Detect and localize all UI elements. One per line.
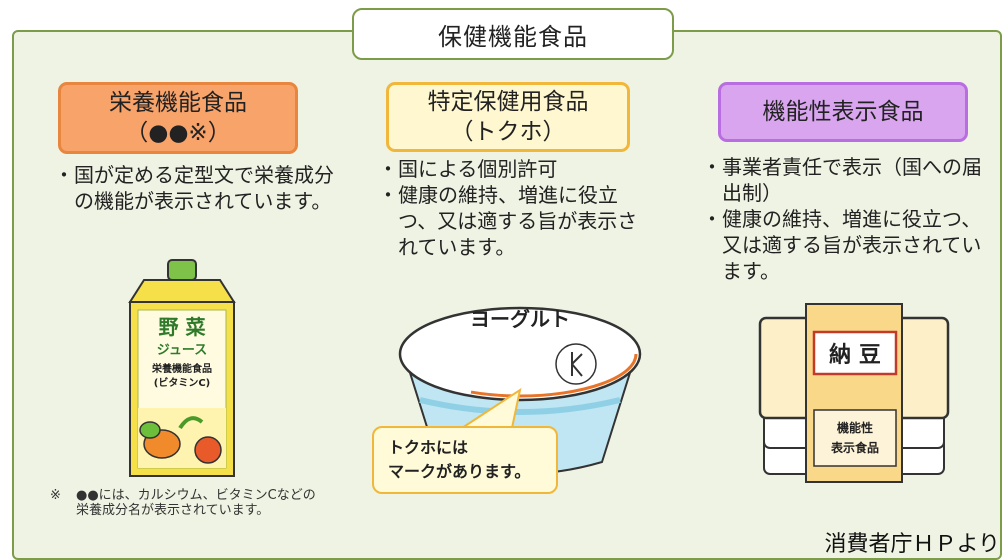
juice-label-line2: (ビタミンC): [154, 376, 210, 389]
description-point: 健康の維持、増進に役立つ、又は適する旨が表示されています。: [378, 182, 654, 260]
natto-label-line2: 表示食品: [830, 440, 879, 455]
footnote-text: ●●には、カルシウム、ビタミンCなどの栄養成分名が表示されています。: [76, 488, 316, 518]
tokuho-mark-icon: [555, 343, 597, 385]
speech-bubble-pointer-icon: [458, 387, 522, 429]
description-point: 国が定める定型文で栄養成分の機能が表示されています。: [54, 162, 342, 214]
category-description-3: 事業者責任で表示（国への届出制） 健康の維持、増進に役立つ、又は適する旨が表示さ…: [702, 154, 984, 284]
page-title: 保健機能食品: [352, 8, 674, 60]
category-title-line1: 機能性表示食品: [762, 99, 924, 125]
juice-label-line1: 栄養機能食品: [151, 362, 212, 375]
category-functional-labeling-box: 機能性表示食品: [718, 82, 968, 142]
footnote-mark: ※: [50, 488, 61, 503]
category-description-2: 国による個別許可 健康の維持、増進に役立つ、又は適する旨が表示されています。: [378, 156, 654, 260]
source-credit: 消費者庁ＨＰより: [824, 532, 1000, 557]
natto-name: 納 豆: [829, 342, 881, 368]
natto-label-line1: 機能性: [837, 420, 873, 435]
description-point: 国による個別許可: [378, 156, 654, 182]
category-description-1: 国が定める定型文で栄養成分の機能が表示されています。: [54, 162, 342, 214]
category-tokuho-box: 特定保健用食品 （トクホ）: [386, 82, 630, 152]
yogurt-lid-text: ヨーグルト: [470, 307, 570, 331]
description-point: 事業者責任で表示（国への届出制）: [702, 154, 984, 206]
category-title-line1: 栄養機能食品: [109, 90, 247, 116]
category-title-line2: （トクホ）: [450, 119, 566, 145]
vegetable-juice-carton-illustration: 野 菜 ジュース 栄養機能食品 (ビタミンC): [128, 259, 236, 477]
bubble-line2: マークがあります。: [388, 462, 531, 481]
category-nutrient-function-box: 栄養機能食品 （●●※）: [58, 82, 298, 154]
juice-name-line1: 野 菜: [159, 315, 206, 339]
tokuho-speech-bubble: トクホには マークがあります。: [372, 426, 558, 494]
description-point: 健康の維持、増進に役立つ、又は適する旨が表示されています。: [702, 206, 984, 284]
bubble-line1: トクホには: [388, 438, 469, 457]
footnote: ※ ●●には、カルシウム、ビタミンCなどの栄養成分名が表示されています。: [50, 488, 316, 518]
category-title-line2: （●●※）: [125, 120, 231, 146]
category-title-line1: 特定保健用食品: [427, 89, 589, 115]
juice-name-line2: ジュース: [157, 343, 207, 358]
natto-pack-illustration: 納 豆 機能性 表示食品: [758, 303, 950, 483]
page-title-text: 保健機能食品: [438, 22, 588, 51]
